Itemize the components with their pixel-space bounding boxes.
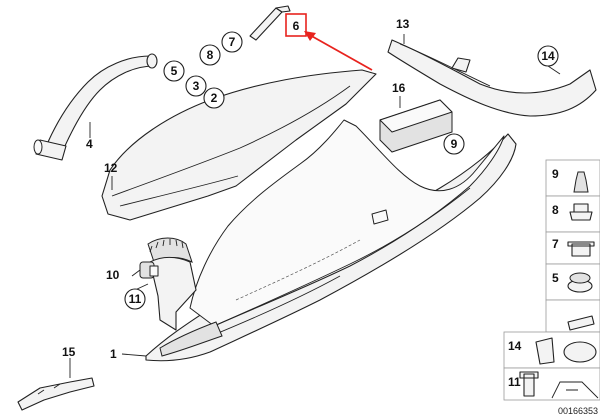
part-cover-panel — [101, 69, 377, 221]
part-hinge — [147, 237, 197, 331]
legend-label-7: 7 — [552, 237, 559, 251]
callout-8: 8 — [207, 48, 214, 62]
legend-label-14: 14 — [508, 339, 522, 353]
callout-1: 1 — [110, 347, 117, 361]
part-bracket — [379, 99, 453, 153]
part-rod — [249, 5, 291, 41]
highlight-box — [285, 13, 307, 37]
callout-2: 2 — [211, 91, 218, 105]
callout-9: 9 — [451, 137, 458, 151]
legend-part-5-top — [569, 272, 591, 284]
legend-label-8: 8 — [552, 203, 559, 217]
part-glovebox — [145, 119, 517, 362]
callout-12: 12 — [104, 161, 118, 175]
callout-11: 11 — [129, 292, 142, 306]
part-trim-strip — [387, 39, 597, 117]
callout-15: 15 — [62, 345, 76, 359]
callout-3: 3 — [193, 79, 200, 93]
highlight-annotation — [285, 13, 373, 71]
legend-part-11 — [519, 371, 539, 397]
callout-5: 5 — [171, 64, 178, 78]
highlight-arrow-line — [307, 33, 373, 71]
reference-number: 00166353 — [558, 406, 598, 416]
callout-14: 14 — [541, 49, 555, 63]
legend-flat-arrow — [551, 381, 599, 399]
part-small-bracket — [17, 377, 95, 411]
legend-label-5: 5 — [552, 271, 559, 285]
legend-label-11: 11 — [508, 375, 521, 389]
legend-part-9 — [573, 171, 589, 193]
callout-4: 4 — [86, 137, 93, 151]
legend-part-fastener — [567, 315, 595, 331]
legend-part-8 — [569, 203, 593, 221]
callout-16: 16 — [392, 81, 406, 95]
callout-bubbles — [124, 31, 559, 310]
callout-6: 6 — [293, 19, 300, 33]
highlight-arrow-head — [304, 31, 316, 41]
legend-part-cap — [563, 341, 597, 363]
legend-part-7 — [567, 241, 595, 257]
callout-7: 7 — [229, 35, 236, 49]
legend-label-9: 9 — [552, 167, 559, 181]
part-hose — [33, 53, 158, 161]
callout-labels: 1 2 3 4 5 6 7 8 9 10 11 12 13 14 15 16 — [62, 17, 555, 361]
legend-part-14 — [535, 337, 555, 365]
callout-13: 13 — [396, 17, 410, 31]
parts-legend: 9 8 7 5 14 11 00166353 — [503, 159, 600, 416]
callout-10: 10 — [106, 268, 120, 282]
